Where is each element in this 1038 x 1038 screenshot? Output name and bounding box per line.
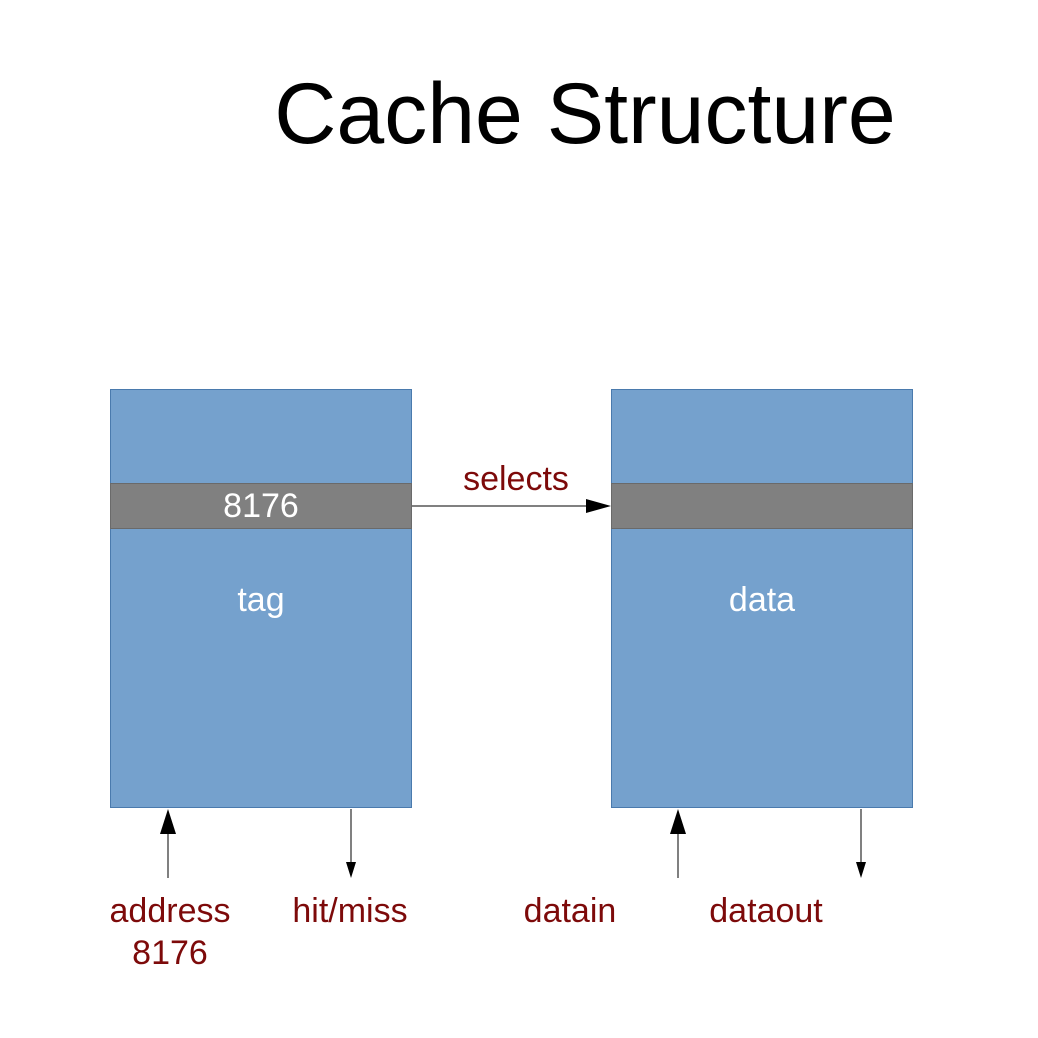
tag-label: tag bbox=[237, 581, 285, 619]
datain-arrowhead bbox=[670, 809, 686, 834]
page-title: Cache Structure bbox=[274, 66, 896, 162]
datain-label: datain bbox=[523, 892, 617, 930]
data-selected-row bbox=[611, 483, 913, 529]
selects-label: selects bbox=[463, 460, 569, 498]
dataout-arrowhead bbox=[856, 862, 866, 878]
hit-miss-arrowhead bbox=[346, 862, 356, 878]
tag-selected-row: 8176 bbox=[110, 483, 412, 529]
data-array: data bbox=[611, 389, 913, 808]
address-arrowhead bbox=[160, 809, 176, 834]
selects-arrowhead bbox=[586, 499, 611, 513]
dataout-label: dataout bbox=[709, 892, 823, 930]
address-value-label: 8176 bbox=[132, 934, 208, 972]
address-label: address bbox=[109, 892, 231, 930]
tag-array: 8176 tag bbox=[110, 389, 412, 808]
data-label: data bbox=[728, 581, 796, 619]
hit-miss-label: hit/miss bbox=[292, 892, 408, 930]
